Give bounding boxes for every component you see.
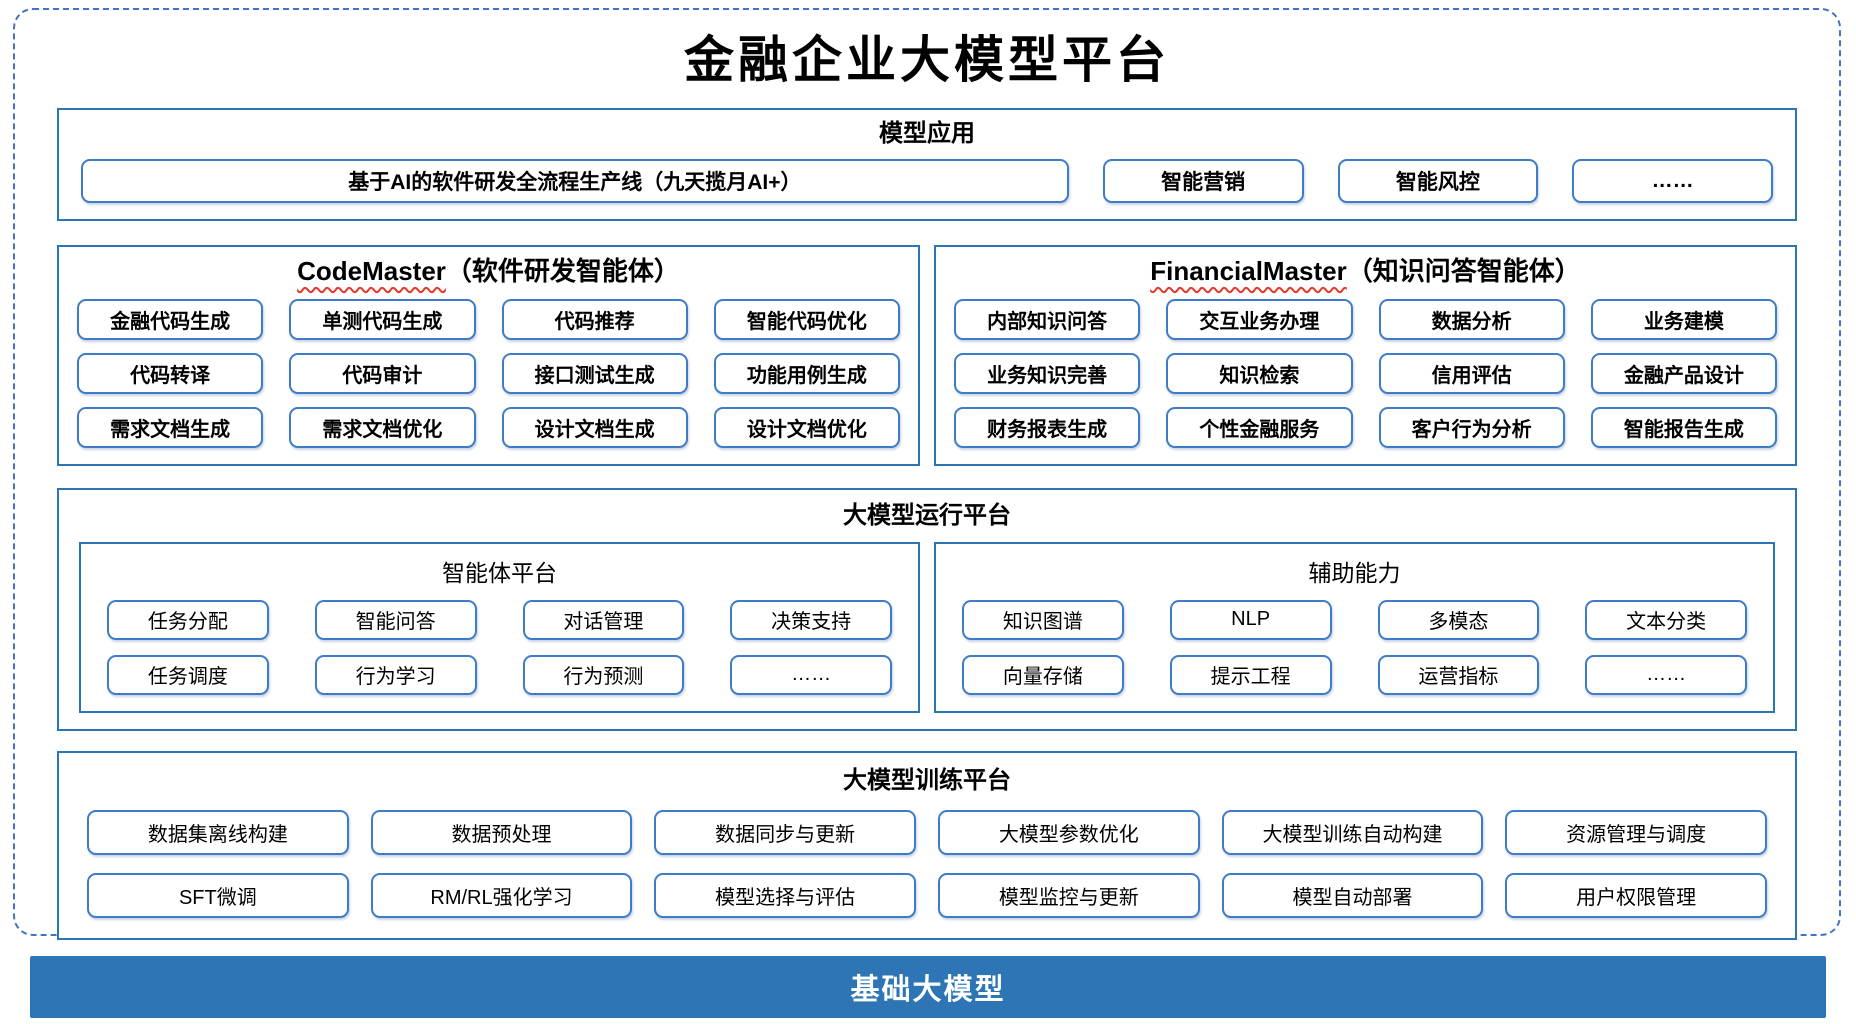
capability-chip: 决策支持 [730,599,892,640]
capability-chip: 代码转译 [77,353,264,395]
capability-chip: 知识图谱 [962,599,1124,640]
capability-chip: 金融代码生成 [77,299,264,341]
capability-chip: 金融产品设计 [1590,353,1777,395]
financialmaster-title-en: FinancialMaster [1150,255,1347,286]
financialmaster-grid: 内部知识问答 交互业务办理 数据分析 业务建模 业务知识完善 知识检索 信用评估… [954,299,1777,449]
capability-chip: 大模型参数优化 [937,809,1200,855]
runtime-panels: 智能体平台 任务分配 智能问答 对话管理 决策支持 任务调度 行为学习 行为预测… [79,541,1775,713]
financialmaster-title: FinancialMaster（知识问答智能体） [954,255,1777,289]
capability-chip: 对话管理 [522,599,685,640]
capability-chip: 提示工程 [1169,654,1332,695]
capability-chip: 数据集离线构建 [87,809,349,855]
capability-chip: 代码审计 [289,353,476,395]
capability-chip: 知识检索 [1166,353,1353,395]
agent-platform-grid: 任务分配 智能问答 对话管理 决策支持 任务调度 行为学习 行为预测 …… [101,599,898,695]
capability-chip: 数据同步与更新 [654,809,916,855]
financialmaster-title-zh: （知识问答智能体） [1346,255,1581,286]
capability-chip: 模型监控与更新 [937,872,1200,918]
capability-chip: 单测代码生成 [289,299,476,341]
capability-chip: 数据预处理 [370,809,633,855]
capability-chip: 设计文档生成 [501,407,688,449]
model-apps-row: 基于AI的软件研发全流程生产线（九天揽月AI+） 智能营销 智能风控 …… [81,158,1773,203]
agents-row: CodeMaster（软件研发智能体） 金融代码生成 单测代码生成 代码推荐 智… [57,244,1797,467]
runtime-platform-title: 大模型运行平台 [843,502,1011,530]
capability-chip: 数据分析 [1378,299,1565,341]
capability-chip: 资源管理与调度 [1505,809,1767,855]
capability-chip: 文本分类 [1585,599,1747,640]
capability-chip: …… [1585,654,1747,695]
page-title: 金融企业大模型平台 [684,30,1170,89]
app-chip-pipeline: 基于AI的软件研发全流程生产线（九天揽月AI+） [81,158,1069,203]
codemaster-title-en: CodeMaster [297,255,446,286]
app-chip-more: …… [1572,158,1773,203]
capability-chip: 信用评估 [1378,353,1565,395]
agent-platform-title: 智能体平台 [442,559,557,586]
capability-chip: 用户权限管理 [1505,872,1767,918]
aux-capability-title: 辅助能力 [1308,559,1401,586]
capability-chip: 业务知识完善 [954,353,1141,395]
codemaster-title-zh: （软件研发智能体） [445,255,680,286]
app-chip-risk: 智能风控 [1337,158,1539,203]
capability-chip: 内部知识问答 [954,299,1141,341]
capability-chip: RM/RL强化学习 [370,872,633,918]
capability-chip: 业务建模 [1590,299,1777,341]
capability-chip: 运营指标 [1377,654,1540,695]
codemaster-grid: 金融代码生成 单测代码生成 代码推荐 智能代码优化 代码转译 代码审计 接口测试… [77,299,900,449]
capability-chip: 智能问答 [314,599,477,640]
capability-chip: 任务分配 [107,599,269,640]
runtime-platform-section: 大模型运行平台 智能体平台 任务分配 智能问答 对话管理 决策支持 任务调度 行… [57,488,1797,731]
capability-chip: SFT微调 [87,872,349,918]
capability-chip: 任务调度 [107,654,269,695]
capability-chip: 大模型训练自动构建 [1221,809,1484,855]
model-apps-section: 模型应用 基于AI的软件研发全流程生产线（九天揽月AI+） 智能营销 智能风控 … [57,107,1797,221]
codemaster-title: CodeMaster（软件研发智能体） [77,255,900,289]
capability-chip: 代码推荐 [501,299,688,341]
capability-chip: 需求文档优化 [289,407,476,449]
capability-chip: 功能用例生成 [713,353,900,395]
capability-chip: 交互业务办理 [1166,299,1353,341]
capability-chip: 模型自动部署 [1221,872,1484,918]
capability-chip: 模型选择与评估 [654,872,916,918]
training-platform-title: 大模型训练平台 [843,766,1011,794]
aux-capability-panel: 辅助能力 知识图谱 NLP 多模态 文本分类 向量存储 提示工程 运营指标 …… [934,541,1775,713]
codemaster-section: CodeMaster（软件研发智能体） 金融代码生成 单测代码生成 代码推荐 智… [57,244,920,467]
capability-chip: 行为预测 [522,654,685,695]
capability-chip: 智能报告生成 [1590,407,1777,449]
training-grid: 数据集离线构建 数据预处理 数据同步与更新 大模型参数优化 大模型训练自动构建 … [87,809,1767,918]
capability-chip: 智能代码优化 [713,299,900,341]
base-model-label: 基础大模型 [850,974,1006,1006]
app-chip-marketing: 智能营销 [1102,158,1304,203]
capability-chip: NLP [1169,599,1332,640]
base-model-bar: 基础大模型 [30,956,1826,1018]
agent-platform-panel: 智能体平台 任务分配 智能问答 对话管理 决策支持 任务调度 行为学习 行为预测… [79,541,920,713]
financialmaster-section: FinancialMaster（知识问答智能体） 内部知识问答 交互业务办理 数… [934,244,1797,467]
capability-chip: 多模态 [1377,599,1540,640]
aux-capability-grid: 知识图谱 NLP 多模态 文本分类 向量存储 提示工程 运营指标 …… [956,599,1753,695]
training-platform-section: 大模型训练平台 数据集离线构建 数据预处理 数据同步与更新 大模型参数优化 大模… [57,750,1797,940]
capability-chip: 个性金融服务 [1166,407,1353,449]
diagram-frame: 金融企业大模型平台 模型应用 基于AI的软件研发全流程生产线（九天揽月AI+） … [13,8,1841,940]
capability-chip: 需求文档生成 [77,407,264,449]
capability-chip: …… [730,654,892,695]
capability-chip: 行为学习 [314,654,477,695]
capability-chip: 向量存储 [962,654,1124,695]
capability-chip: 客户行为分析 [1378,407,1565,449]
capability-chip: 设计文档优化 [713,407,900,449]
model-apps-title: 模型应用 [879,119,975,147]
capability-chip: 财务报表生成 [954,407,1141,449]
capability-chip: 接口测试生成 [501,353,688,395]
